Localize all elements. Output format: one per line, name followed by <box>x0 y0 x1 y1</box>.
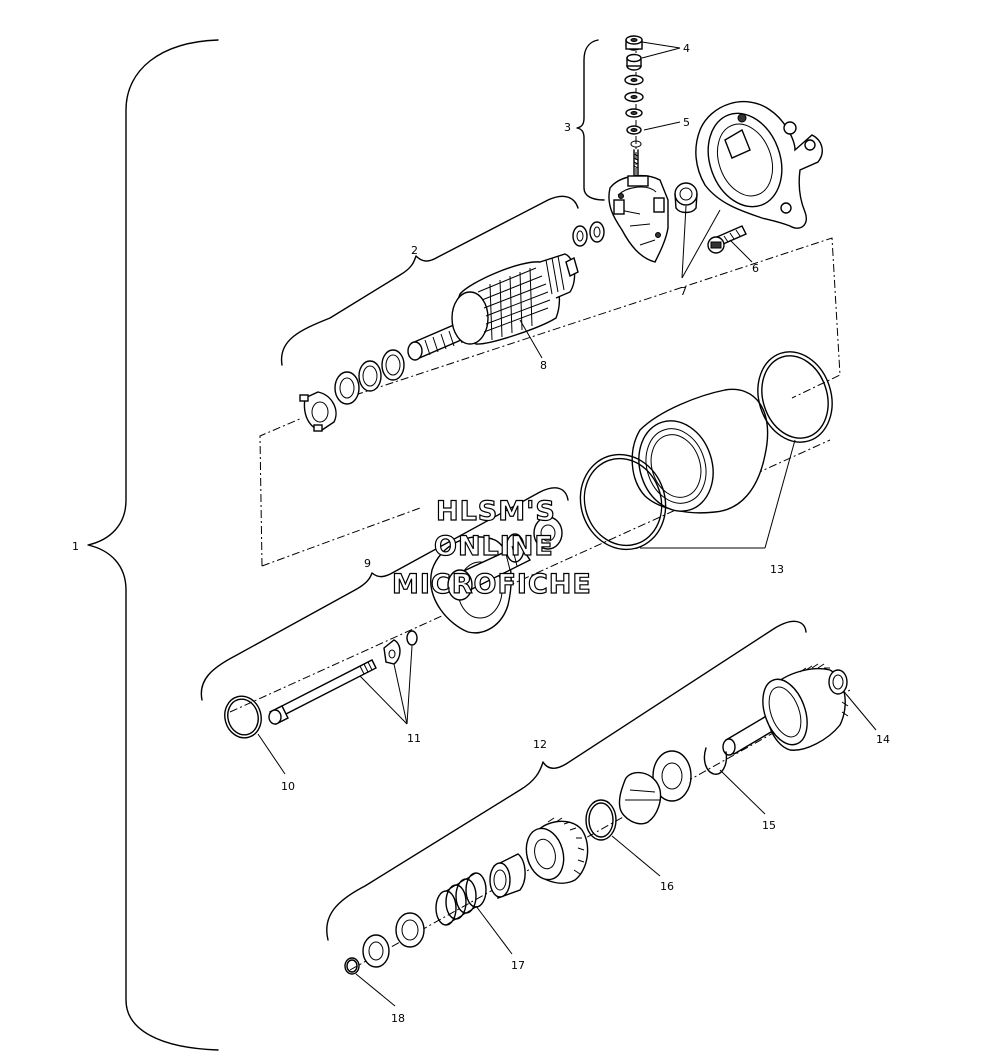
callout-9: 9 <box>364 557 371 570</box>
center-line-box-bottom <box>261 507 421 567</box>
pinion-gear <box>525 817 589 884</box>
o-ring-10 <box>224 695 262 739</box>
terminal-nut-stack <box>624 35 644 176</box>
pinion-shaft <box>722 663 849 756</box>
callout-16: 16 <box>660 880 674 893</box>
yoke-o-rings <box>579 351 833 551</box>
rear-end-cover <box>695 100 823 229</box>
front-cover <box>430 516 563 634</box>
callout-2: 2 <box>411 244 418 257</box>
brace-2 <box>280 195 579 366</box>
callout-4: 4 <box>683 42 690 55</box>
callout-5: 5 <box>683 116 690 129</box>
watermark-line-1: HLSM'S <box>436 496 556 527</box>
yoke-assembly <box>631 388 769 514</box>
brace-12 <box>326 620 807 941</box>
callout-7: 7 <box>680 285 687 298</box>
center-line-box-top <box>339 237 841 401</box>
retainer-collar <box>362 912 425 968</box>
stop-collar-14 <box>828 669 848 695</box>
callout-6: 6 <box>752 262 759 275</box>
clutch-sleeve <box>489 853 526 899</box>
circlip-18 <box>344 957 360 975</box>
armature <box>407 253 579 361</box>
callout-18: 18 <box>391 1012 405 1025</box>
brace-9 <box>200 487 569 701</box>
callout-3: 3 <box>564 121 571 134</box>
watermark-line-2: ONLINE <box>434 531 554 562</box>
brace-3 <box>576 39 605 201</box>
thrust-washers <box>572 221 605 247</box>
bushing <box>674 182 698 214</box>
armature-washers <box>334 349 405 405</box>
snap-ring-15 <box>703 747 728 775</box>
through-bolt-6 <box>707 225 747 254</box>
center-line-box <box>259 417 303 567</box>
callout-12: 12 <box>533 738 547 751</box>
callout-10: 10 <box>281 780 295 793</box>
through-bolt-11 <box>268 659 377 725</box>
bolt-washers-11 <box>383 630 418 665</box>
assembly-brace <box>87 39 219 1051</box>
watermark-line-3: MICROFICHE <box>392 569 592 600</box>
lock-plate <box>299 391 337 432</box>
callout-14: 14 <box>876 733 890 746</box>
callout-11: 11 <box>407 732 421 745</box>
callout-15: 15 <box>762 819 776 832</box>
callout-13: 13 <box>770 563 784 576</box>
brush-holder-plate <box>608 174 669 263</box>
drive-washers <box>618 750 692 825</box>
snap-ring-16 <box>585 799 617 841</box>
callout-8: 8 <box>540 359 547 372</box>
callout-17: 17 <box>511 959 525 972</box>
leader-lines <box>257 41 877 1007</box>
watermark: HLSM'S ONLINE MICROFICHE <box>391 495 592 600</box>
callout-1: 1 <box>72 540 79 553</box>
spring-17 <box>435 872 487 926</box>
